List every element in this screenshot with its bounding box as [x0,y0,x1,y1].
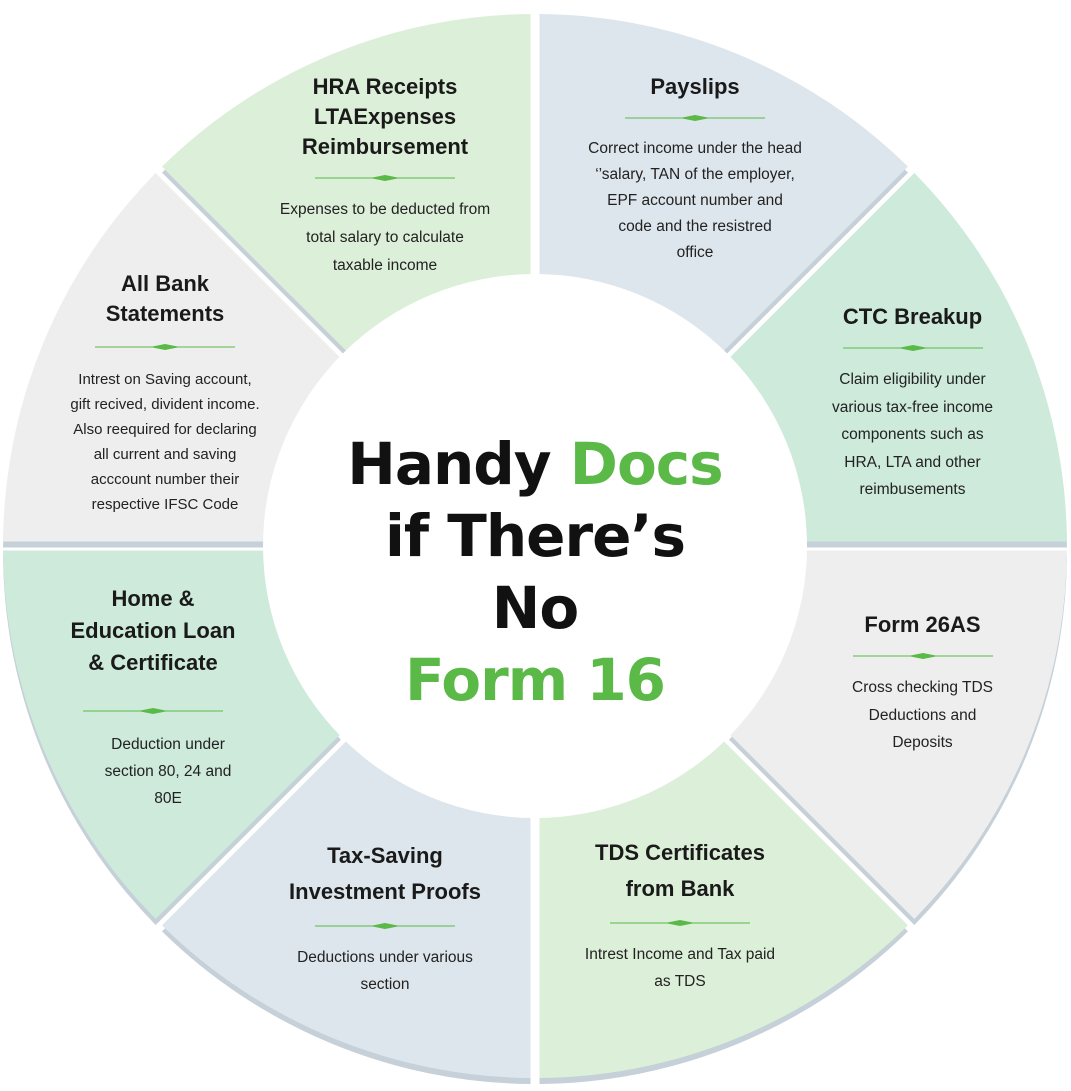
segment-shape-tax-saving-proofs [162,740,531,1078]
segment-shape-ctc-breakup [729,173,1067,542]
segment-form-26as: Form 26AS Cross checking TDS Deductions … [810,610,1035,757]
segment-description: Intrest Income and Tax paid as TDS [584,946,776,990]
segment-shape-home-education-loan [3,550,341,919]
segment-hra-receipts: HRA Receipts LTAExpenses Reimbursement E… [255,72,515,280]
segment-title: Payslips [650,74,740,99]
segment-shape-tds-certificates [539,740,908,1078]
segment-payslips: Payslips Correct income under the head ‘… [560,72,830,266]
segment-description: Intrest on Saving account, gift recived,… [70,371,260,513]
divider-line [315,175,455,181]
divider-line [315,923,455,929]
heading-word-docs: Docs [569,430,724,498]
segment-title: Home & Education Loan & Certificate [70,586,236,675]
segment-shape-payslips [539,14,908,352]
segment-title: CTC Breakup [842,304,983,329]
segment-description: Claim eligibility under various tax-free… [831,371,994,498]
divider-line [625,115,765,121]
divider-line [610,920,750,926]
segment-ctc-breakup: CTC Breakup Claim eligibility under vari… [800,302,1025,504]
segment-shape-hra-receipts [162,14,531,352]
segment-description: Expenses to be deducted from total salar… [279,201,491,274]
segment-all-bank-statements: All Bank Statements Intrest on Saving ac… [40,269,290,517]
heading-line-3: Form 16 [404,646,666,714]
divider-line [842,345,983,351]
center-heading: Handy Docs if There’s No Form 16 [335,428,735,716]
segment-title: HRA Receipts LTAExpenses Reimbursement [301,74,469,159]
segment-description: Correct income under the head ‘’salary, … [588,140,802,261]
divider-line [95,344,235,350]
segment-title: Tax-Saving Investment Proofs [289,843,481,904]
segment-shape-form-26as [729,550,1067,919]
segment-shape-all-bank-statements [3,173,341,542]
segment-title: All Bank Statements [105,271,225,326]
divider-line [83,708,223,714]
segment-home-education-loan: Home & Education Loan & Certificate Dedu… [48,583,258,812]
center-circle [263,274,807,818]
heading-line-2: if There’s No [385,502,686,642]
segment-title: TDS Certificates from Bank [595,840,765,901]
segment-description: Cross checking TDS Deductions and Deposi… [852,679,993,751]
heading-word-handy: Handy [347,430,551,498]
segment-description: Deduction under section 80, 24 and 80E [104,736,232,807]
segment-description: Deductions under various section [297,949,473,993]
heading-line-1: Handy Docs [335,428,735,500]
divider-line [852,653,993,659]
segment-tds-certificates: TDS Certificates from Bank Intrest Incom… [555,835,805,995]
segment-title: Form 26AS [864,612,981,637]
segment-tax-saving-proofs: Tax-Saving Investment Proofs Deductions … [265,838,505,998]
